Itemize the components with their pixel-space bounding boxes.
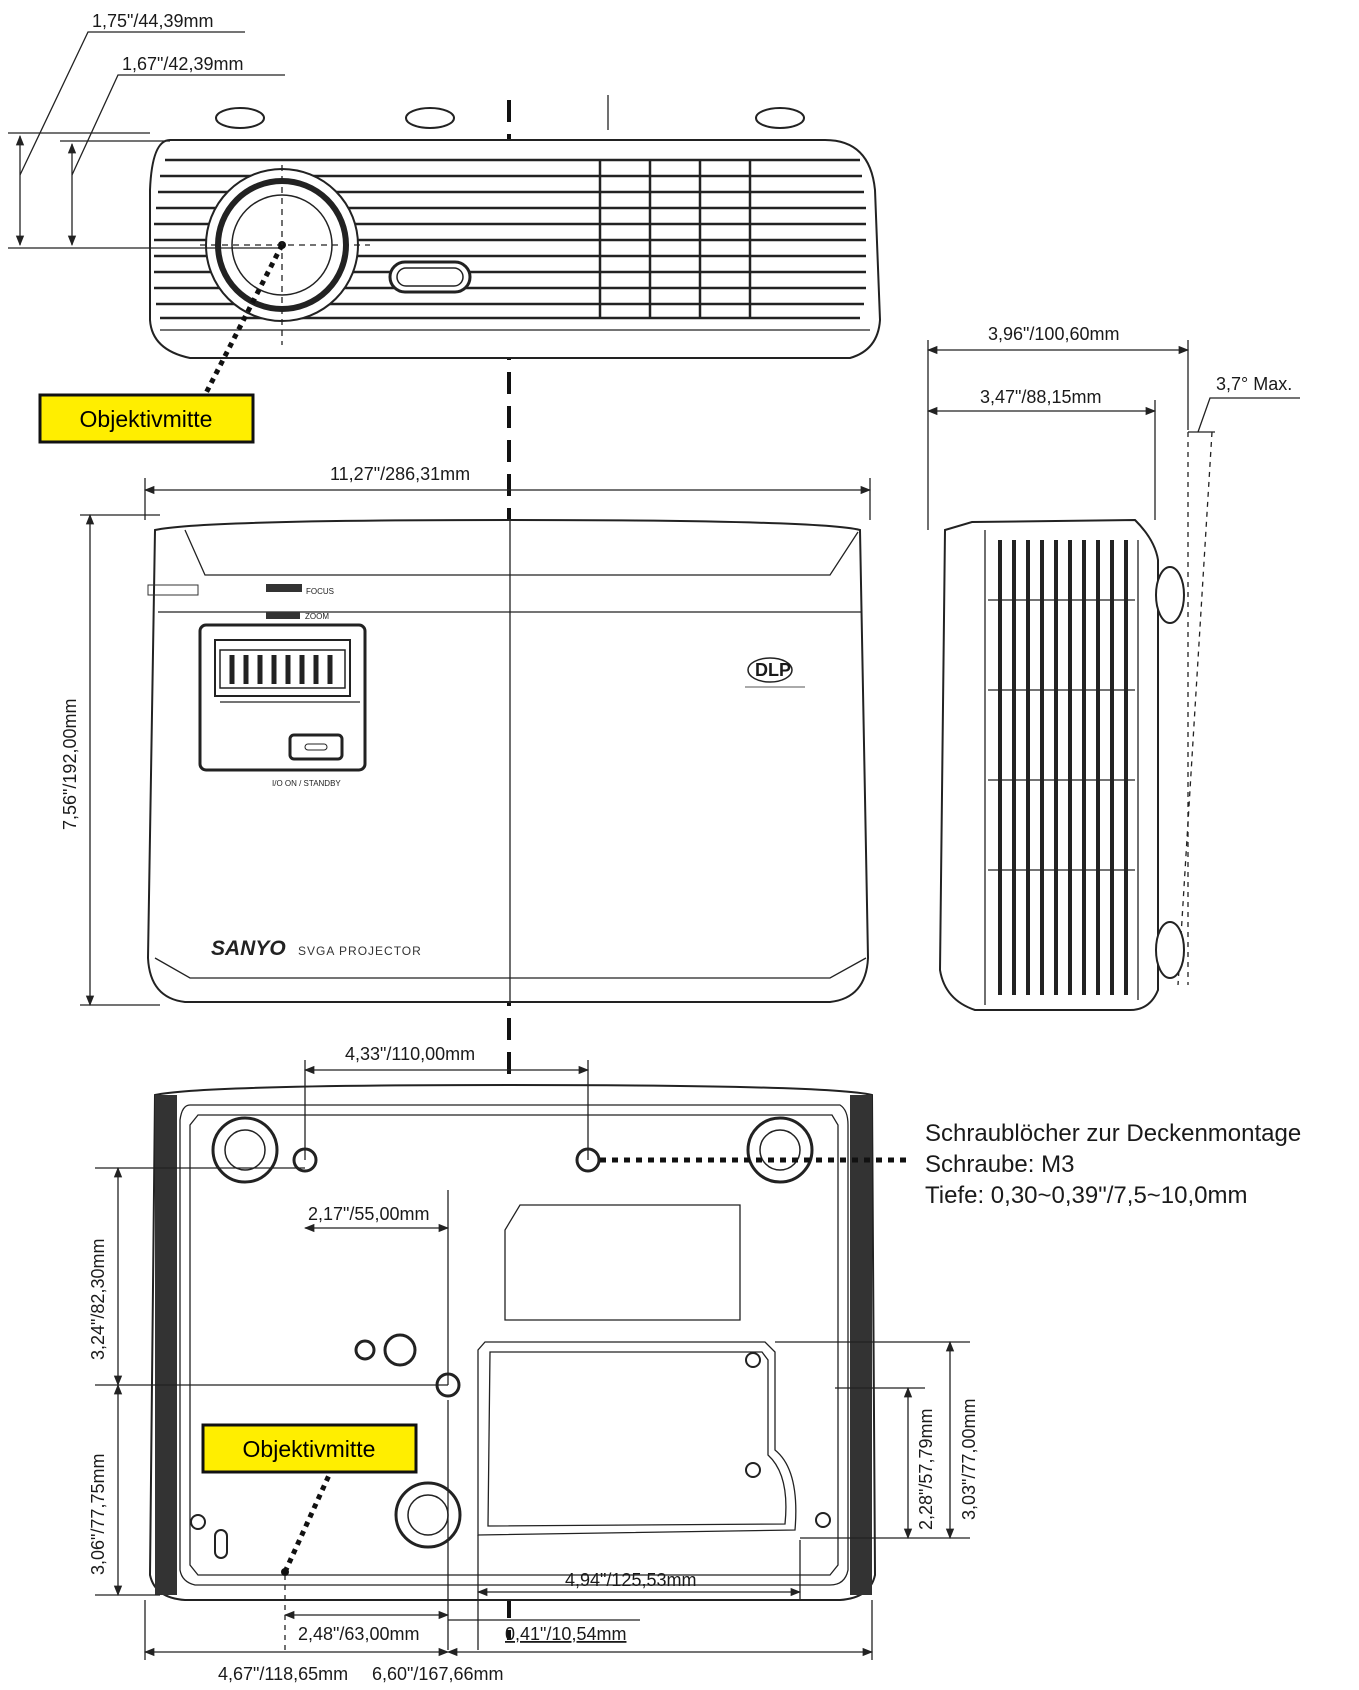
dim-hole-spacing: 4,33"/110,00mm bbox=[345, 1044, 475, 1064]
lens-center-label-front bbox=[38, 393, 255, 444]
dim-small-offset: 0,41"/10,54mm bbox=[505, 1624, 626, 1644]
dim-lens-x: 2,48"/63,00mm bbox=[298, 1624, 419, 1644]
svg-text:DLP: DLP bbox=[755, 660, 791, 680]
dim-lens-to-rear: 3,06"/77,75mm bbox=[88, 1454, 108, 1575]
dim-top-width: 11,27"/286,31mm bbox=[330, 464, 470, 484]
front-view: 1,75"/44,39mm 1,67"/42,39mm Objektivmitt… bbox=[8, 11, 882, 444]
top-view: 11,27"/286,31mm 7,56"/192,00mm FOCUS ZOO… bbox=[60, 464, 872, 1007]
focus-label: FOCUS bbox=[306, 587, 334, 596]
dlp-logo: DLP bbox=[745, 657, 805, 688]
dim-lens-offset-inner: 1,67"/42,39mm bbox=[122, 54, 243, 74]
mount-note-screw: Schraube: M3 bbox=[925, 1151, 1074, 1178]
dim-side-body: 3,47"/88,15mm bbox=[980, 387, 1101, 407]
lens-center-label-front-text: Objektivmitte bbox=[80, 406, 213, 432]
dim-lens-offset-total: 1,75"/44,39mm bbox=[92, 11, 213, 31]
dim-tilt: 3,7° Max. bbox=[1216, 374, 1292, 394]
dim-hole-to-center: 2,17"/55,00mm bbox=[308, 1204, 429, 1224]
side-view: 3,96"/100,60mm 3,47"/88,15mm 3,7° Max. bbox=[926, 324, 1300, 1011]
dim-left-total: 4,67"/118,65mm bbox=[218, 1664, 348, 1684]
bottom-view: Objektivmitte 4,33"/110,00mm 2,17"/55,00… bbox=[88, 1044, 979, 1684]
dim-hole-row-offset: 3,24"/82,30mm bbox=[88, 1239, 108, 1360]
lens-center-label-bottom bbox=[201, 1423, 418, 1474]
model-name: SVGA PROJECTOR bbox=[298, 944, 422, 958]
mount-note-depth: Tiefe: 0,30~0,39"/7,5~10,0mm bbox=[925, 1182, 1248, 1209]
mount-note: Schraublöcher zur Deckenmontage Schraube… bbox=[925, 1120, 1301, 1209]
zoom-label: ZOOM bbox=[305, 612, 329, 621]
dim-door-inner: 2,28"/57,79mm bbox=[916, 1409, 936, 1530]
front-grill bbox=[154, 158, 866, 320]
brand-logo: SANYO bbox=[211, 937, 286, 960]
dim-rear-width: 4,94"/125,53mm bbox=[565, 1570, 696, 1590]
mount-note-title: Schraublöcher zur Deckenmontage bbox=[925, 1120, 1301, 1147]
dim-top-depth: 7,56"/192,00mm bbox=[60, 699, 80, 830]
dim-door-outer: 3,03"/77,00mm bbox=[959, 1399, 979, 1520]
lens-center-label-bottom-text: Objektivmitte bbox=[243, 1436, 376, 1462]
dim-right-total: 6,60"/167,66mm bbox=[372, 1664, 503, 1684]
power-label: I/O ON / STANDBY bbox=[272, 779, 341, 788]
dim-side-total: 3,96"/100,60mm bbox=[988, 324, 1119, 344]
